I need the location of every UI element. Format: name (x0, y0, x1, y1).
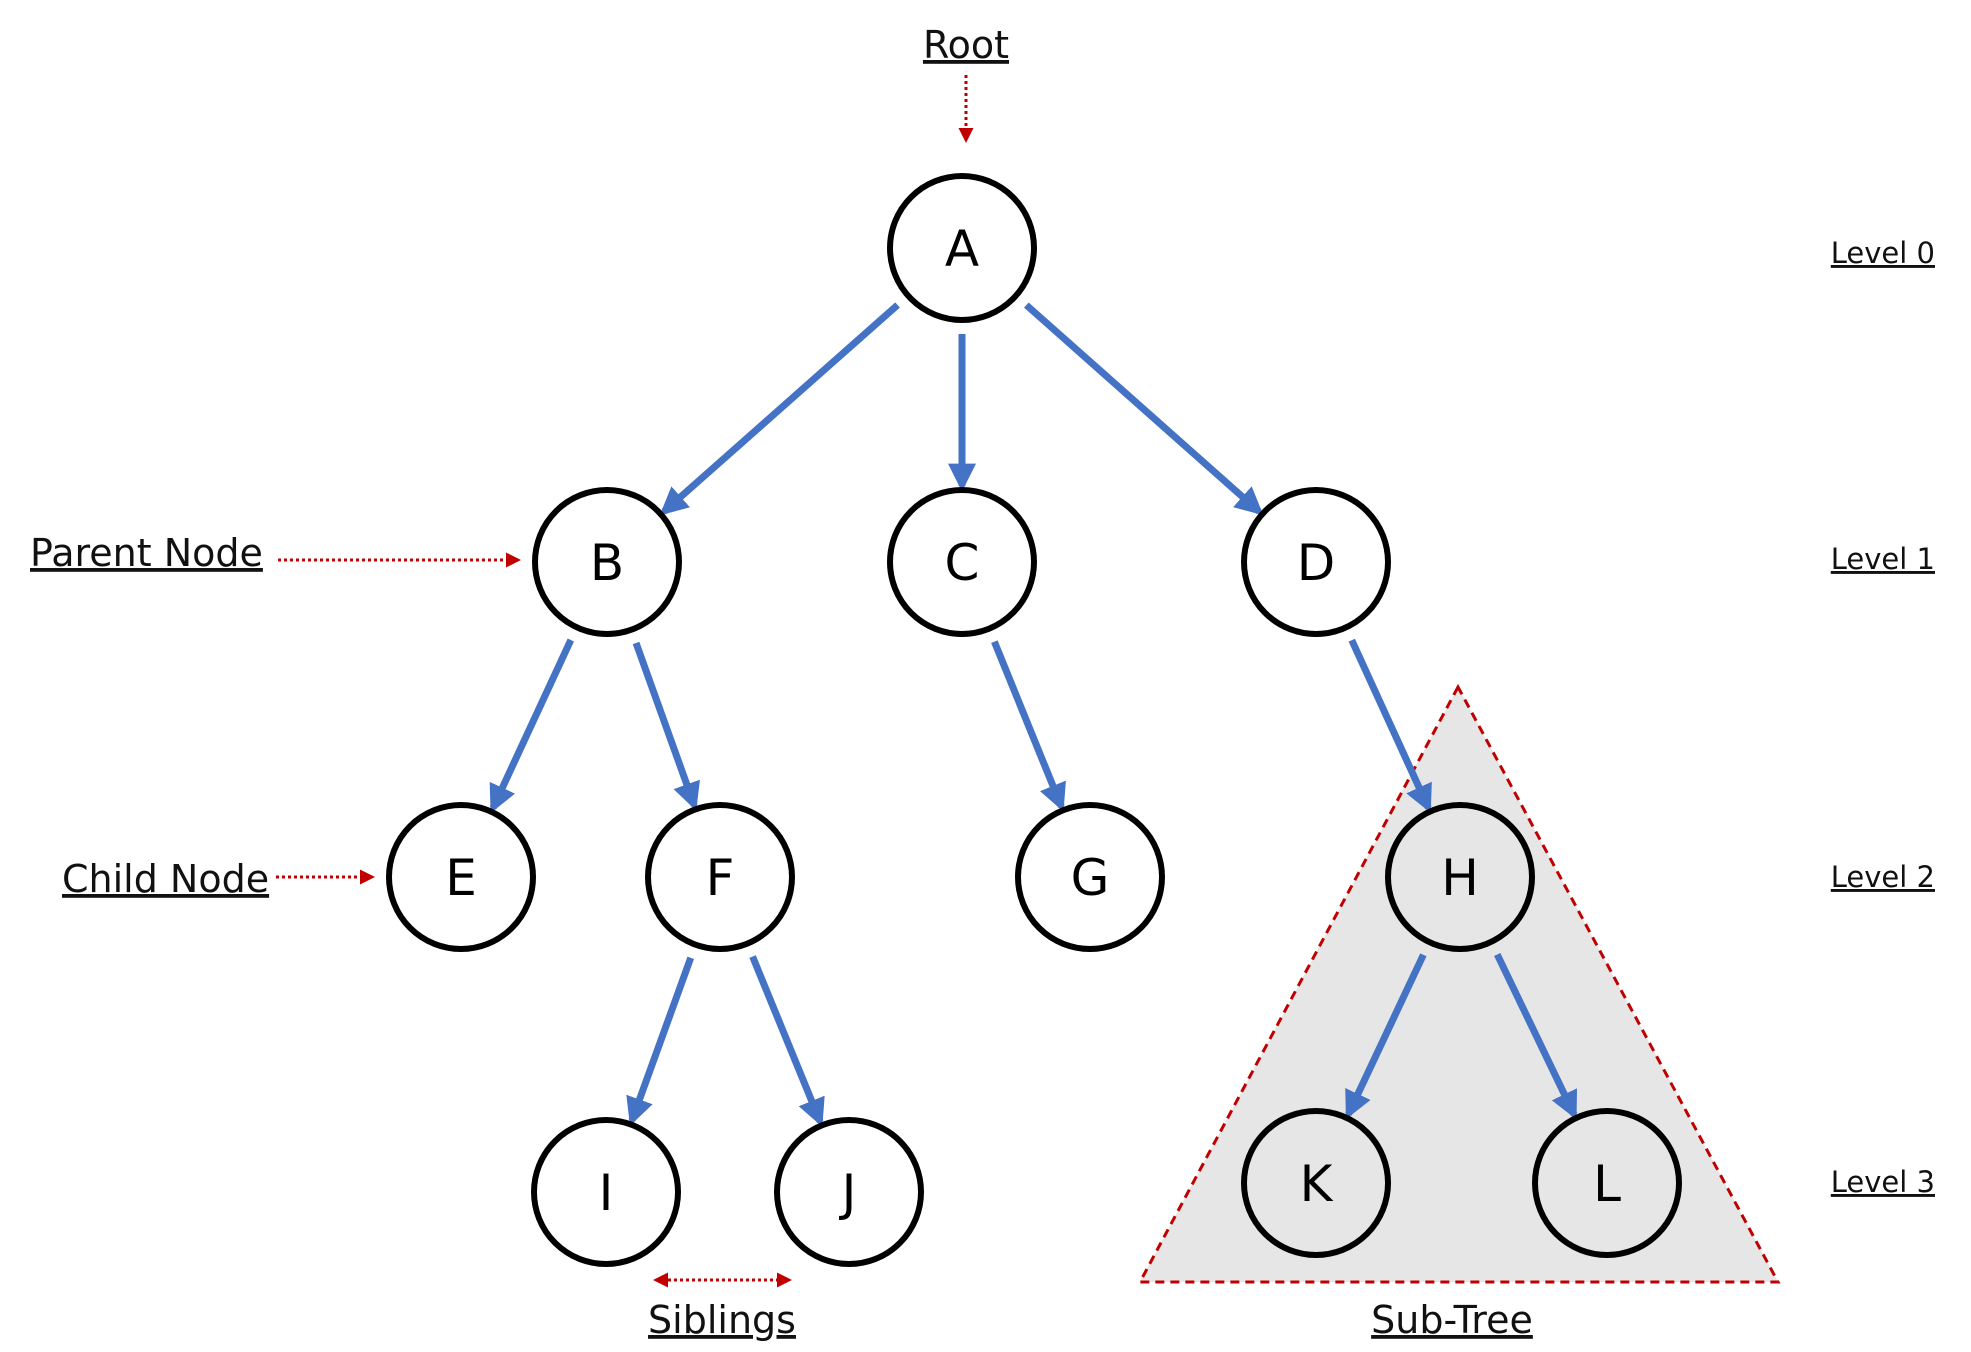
node-circle-k (1241, 1108, 1391, 1258)
node-label-h: H (1441, 849, 1479, 907)
node-label-e: E (445, 849, 477, 907)
edge-f-j (749, 955, 825, 1127)
node-circle-i (531, 1117, 681, 1267)
node-circle-l (1532, 1108, 1682, 1258)
node-c: C (887, 487, 1037, 637)
edge-h-k (1345, 953, 1427, 1120)
tree-edges (489, 302, 1578, 1127)
node-circle-g (1015, 802, 1165, 952)
subtree-highlight (1137, 683, 1781, 1284)
edge-f-i (626, 956, 695, 1126)
node-circle-d (1241, 487, 1391, 637)
node-label-k: K (1300, 1155, 1334, 1213)
node-a: A (887, 173, 1037, 323)
node-b: B (532, 487, 682, 637)
node-h: H (1385, 802, 1535, 952)
edge-h-l (1494, 953, 1578, 1120)
edge-d-h (1348, 638, 1432, 813)
edge-b-f (632, 641, 700, 811)
node-e: E (386, 802, 536, 952)
level-label-2: Level 2 (1831, 860, 1935, 894)
edge-b-e (489, 638, 575, 814)
node-f: F (645, 802, 795, 952)
node-d: D (1241, 487, 1391, 637)
siblings-label: Siblings (648, 1298, 796, 1342)
node-label-c: C (945, 534, 980, 592)
tree-nodes: A B C D E F G H I J K L (386, 173, 1682, 1267)
level-label-3: Level 3 (1831, 1165, 1935, 1199)
subtree-label: Sub-Tree (1371, 1298, 1533, 1342)
node-label-d: D (1297, 534, 1336, 592)
node-circle-h (1385, 802, 1535, 952)
node-label-f: F (706, 849, 735, 907)
edge-c-g (991, 640, 1066, 812)
node-l: L (1532, 1108, 1682, 1258)
node-label-i: I (599, 1164, 614, 1222)
child-node-label: Child Node (62, 857, 269, 901)
node-label-b: B (590, 534, 624, 592)
node-circle-a (887, 173, 1037, 323)
root-label: Root (923, 23, 1009, 67)
node-circle-b (532, 487, 682, 637)
level-label-0: Level 0 (1831, 236, 1935, 270)
edge-a-d (1024, 302, 1264, 516)
node-circle-f (645, 802, 795, 952)
node-circle-c (887, 487, 1037, 637)
node-circle-j (774, 1117, 924, 1267)
node-k: K (1241, 1108, 1391, 1258)
node-label-g: G (1071, 849, 1110, 907)
edge-a-b (659, 302, 900, 516)
node-label-l: L (1593, 1155, 1621, 1213)
node-j: J (774, 1117, 924, 1267)
level-label-1: Level 1 (1831, 542, 1935, 576)
node-i: I (531, 1117, 681, 1267)
node-g: G (1015, 802, 1165, 952)
node-label-a: A (945, 220, 979, 278)
node-label-j: J (839, 1164, 857, 1222)
parent-node-label: Parent Node (30, 531, 263, 575)
node-circle-e (386, 802, 536, 952)
